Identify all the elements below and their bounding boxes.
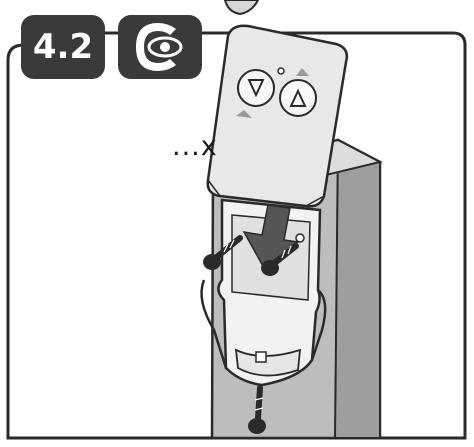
remote-led	[278, 68, 284, 74]
view-badge	[118, 15, 202, 79]
eye-icon	[118, 15, 202, 79]
remote-control	[208, 26, 347, 207]
step-number: 4.2	[33, 27, 93, 67]
remote-down-button	[238, 70, 274, 106]
top-partial-shape	[225, 0, 258, 14]
remote-up-button	[280, 80, 316, 116]
step-number-badge: 4.2	[21, 15, 105, 79]
repeat-label: ...x	[172, 131, 218, 162]
